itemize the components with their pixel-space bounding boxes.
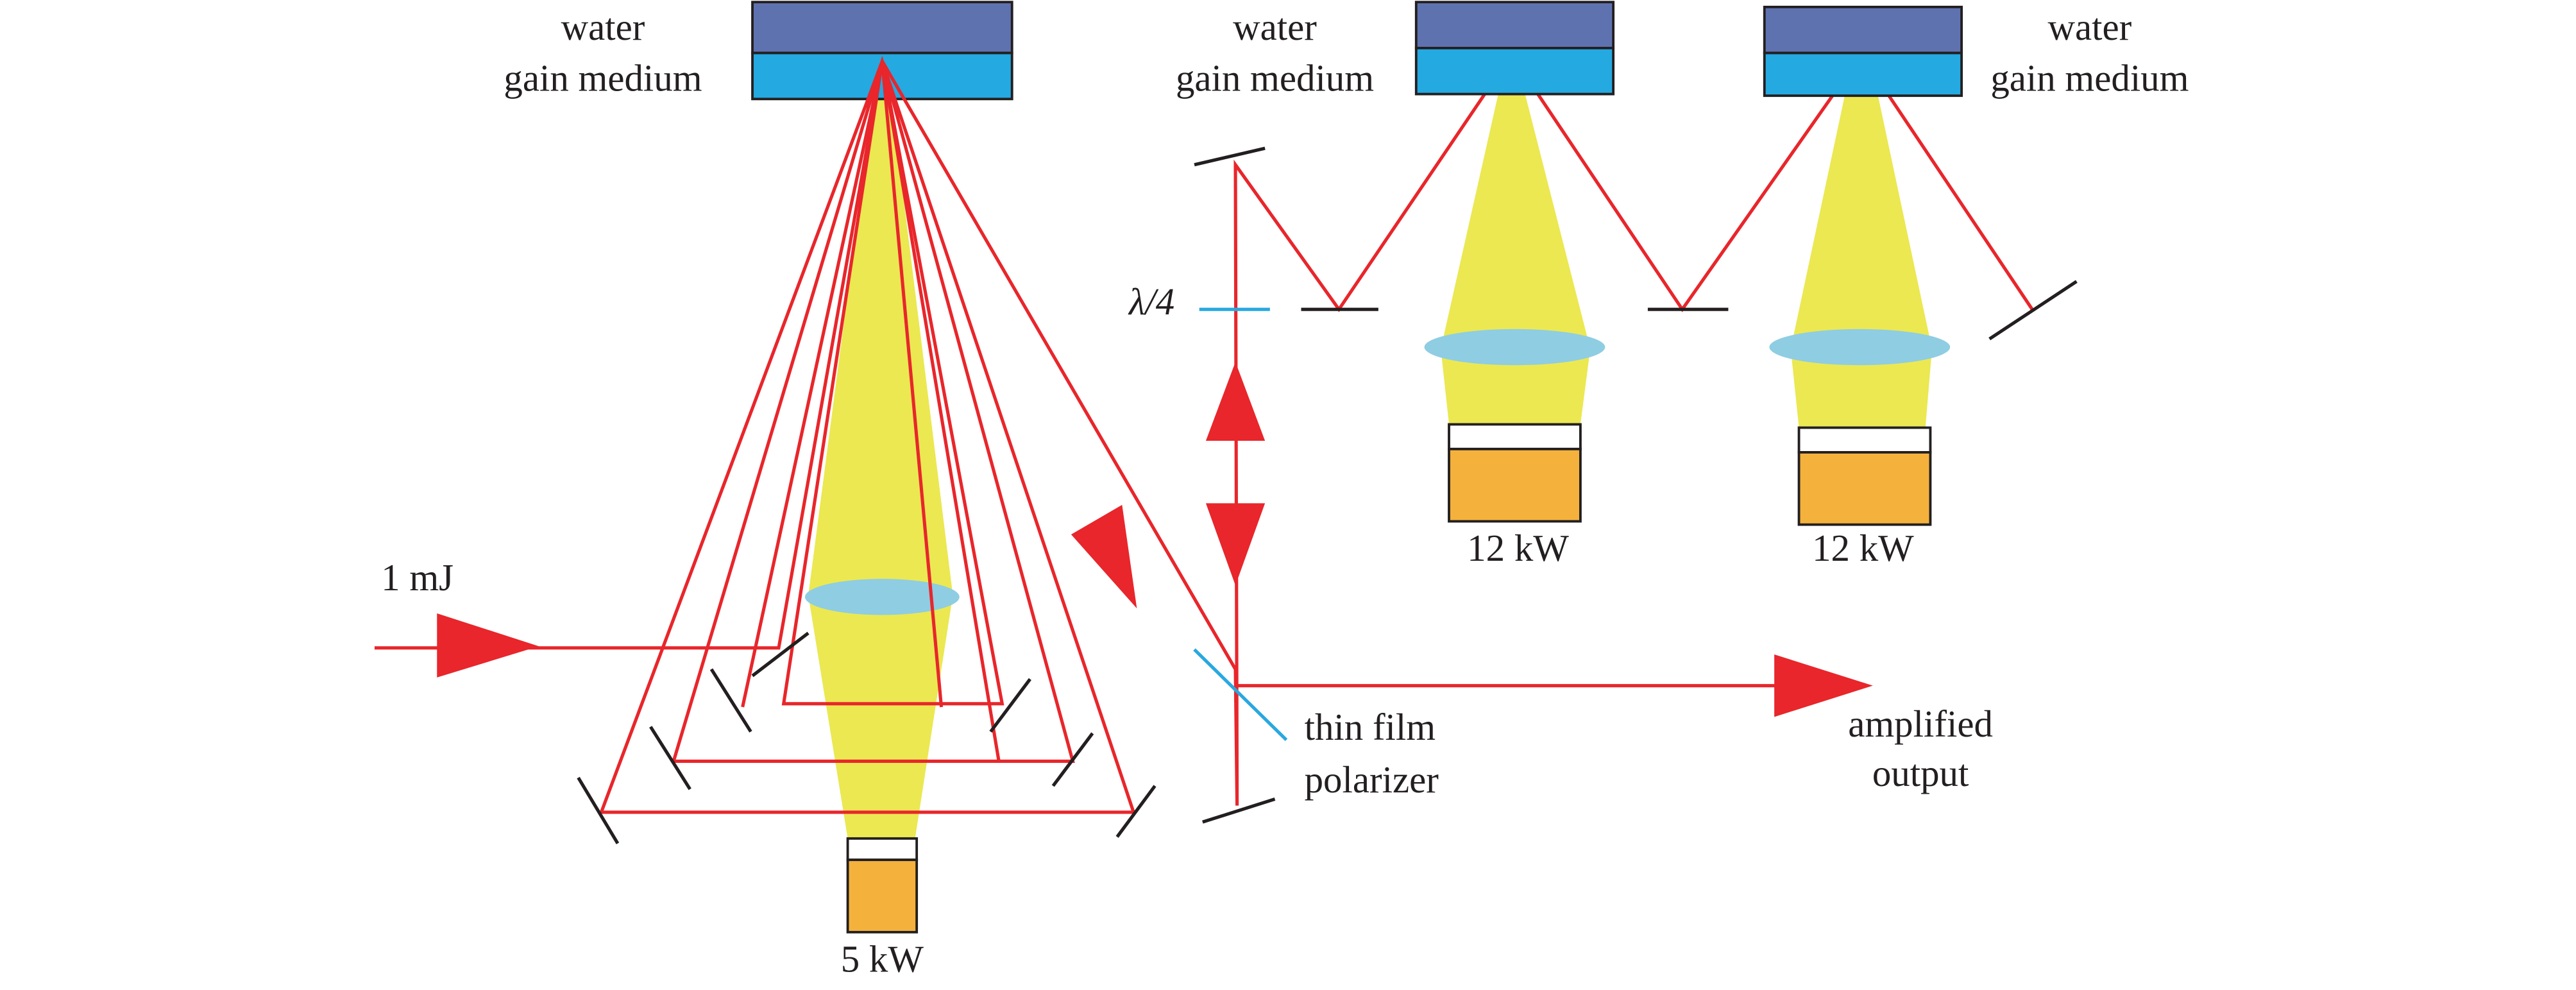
focusing-lens-2 xyxy=(1424,329,1606,366)
pump1-power-label: 5 kW xyxy=(841,938,924,980)
waveplate-label: λ/4 xyxy=(1128,281,1174,323)
mirror-right-2 xyxy=(1051,732,1094,787)
mirror-bottom xyxy=(1202,797,1276,824)
mirror-right-1 xyxy=(989,678,1031,733)
gain-medium-2 xyxy=(1414,46,1615,96)
input-arrow xyxy=(437,613,539,678)
switching-optics: λ/4 thin film polarizer amplified output xyxy=(1128,51,2034,824)
module-1: water gain medium 1 mJ 5 kW xyxy=(374,1,1237,980)
pump-diode-2-window xyxy=(1448,423,1582,450)
pump-cone-3-lower xyxy=(1790,348,1932,428)
input-energy-label: 1 mJ xyxy=(381,557,453,599)
output-label-line2: output xyxy=(1872,753,1969,794)
mirror-top xyxy=(1194,146,1266,167)
pump-diode-1-window xyxy=(846,837,919,862)
end-mirror xyxy=(1988,280,2078,341)
mirror-left-2 xyxy=(649,726,691,790)
thin-film-polarizer xyxy=(1193,648,1288,742)
mirror-right-3 xyxy=(1115,785,1157,838)
module-2: water gain medium 12 kW xyxy=(1176,1,1615,569)
pump-diode-2 xyxy=(1448,447,1582,523)
pump-cone-2-lower xyxy=(1441,348,1591,425)
module1-gain-label: gain medium xyxy=(504,57,702,99)
focusing-lens-3 xyxy=(1769,329,1951,366)
mirror-left-1 xyxy=(709,668,752,733)
water-layer-2 xyxy=(1414,1,1615,49)
pump-cone-2-upper xyxy=(1441,79,1591,349)
output-label-line1: amplified xyxy=(1848,703,1993,745)
module-3: water gain medium 12 kW xyxy=(1647,5,2189,569)
pump-cone-1-upper xyxy=(808,79,953,595)
mirror-left-3 xyxy=(577,776,620,844)
beam-path-multipass xyxy=(374,55,1237,814)
gain-medium-3 xyxy=(1763,51,1963,98)
polarizer-label-line1: thin film xyxy=(1305,706,1436,748)
return-arrow xyxy=(1071,504,1137,609)
pump-diode-3-window xyxy=(1797,426,1932,454)
beam-return-leg xyxy=(1233,51,2034,806)
module2-water-label: water xyxy=(1233,6,1317,48)
fold-mirrors-1 xyxy=(577,631,1157,844)
water-layer-1 xyxy=(751,1,1013,55)
module3-gain-label: gain medium xyxy=(1990,57,2189,99)
pump-diode-3 xyxy=(1797,451,1932,526)
pump2-power-label: 12 kW xyxy=(1467,527,1569,569)
polarizer-label-line2: polarizer xyxy=(1305,759,1439,801)
double-arrow-up xyxy=(1205,362,1266,441)
module2-gain-label: gain medium xyxy=(1176,57,1374,99)
output-arrow xyxy=(1774,654,1873,717)
pump-cone-1-lower xyxy=(808,595,953,839)
water-layer-3 xyxy=(1763,5,1963,55)
module1-water-label: water xyxy=(561,6,645,48)
double-arrow-down xyxy=(1205,503,1266,586)
module3-water-label: water xyxy=(2047,6,2131,48)
pump-diode-1 xyxy=(846,858,919,934)
mirror-input xyxy=(751,631,809,678)
pump3-power-label: 12 kW xyxy=(1812,527,1914,569)
pump-cone-3-upper xyxy=(1790,79,1932,349)
focusing-lens-1 xyxy=(805,579,960,615)
